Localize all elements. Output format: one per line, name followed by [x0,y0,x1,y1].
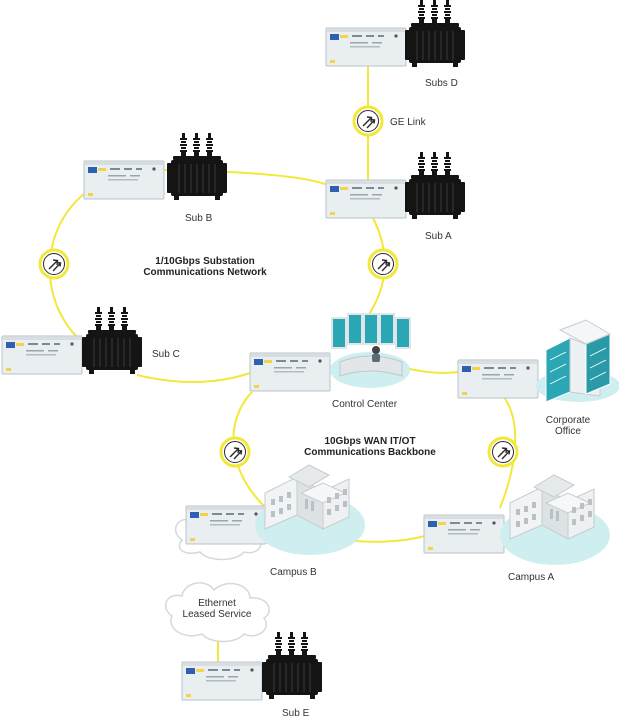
network-device-icon [83,160,165,200]
transformer-icon [404,151,466,220]
link-icon [487,436,519,468]
cloud-icon [164,582,270,643]
ge-link: GE Link [352,105,427,137]
substation-network-line2: Communications Network [143,267,267,278]
network-device-icon [457,359,539,399]
site-control-center: Control Center [249,313,411,410]
site-sub-b: Sub B [83,132,228,224]
site-label-sub-a: Sub A [425,231,452,242]
site-campus-b: Campus B [174,464,366,578]
site-sub-a: Sub A [325,151,466,242]
ethernet-leased-service: Ethernet Leased Service [164,582,270,643]
link-icon [352,105,384,137]
link-icon [367,248,399,280]
transformer-icon [166,132,228,201]
network-device-icon [325,27,407,67]
campus-building-icon [499,474,611,566]
network-device-icon [249,352,331,392]
network-device-icon [181,661,263,701]
network-device-icon [325,179,407,219]
campus-building-icon [254,464,366,556]
site-sub-e: Sub E [181,631,323,719]
site-subs-d: Subs D [325,0,466,89]
link-icon [38,248,70,280]
ethernet-line2: Leased Service [183,609,252,620]
site-campus-a: Campus A [423,474,611,583]
site-label-campus-a: Campus A [508,572,554,583]
link-icon [219,436,251,468]
transformer-icon [81,306,143,375]
network-device-icon [185,505,267,545]
substation-network-line1: 1/10Gbps Substation [155,256,254,267]
site-label-sub-b: Sub B [185,213,213,224]
site-label-sub-c: Sub C [152,349,180,360]
site-sub-c: Sub C [1,306,180,375]
site-label-control-center: Control Center [332,399,398,410]
office-building-icon [536,319,619,403]
site-label-subs-d: Subs D [425,78,458,89]
network-device-icon [1,335,83,375]
site-label-sub-e: Sub E [282,708,310,719]
ethernet-line1: Ethernet [198,598,236,609]
ge-link-label: GE Link [390,117,427,128]
site-label-campus-b: Campus B [270,567,317,578]
transformer-icon [404,0,466,68]
substation-network-label: 1/10Gbps Substation Communications Netwo… [143,256,267,278]
wan-network-line1: 10Gbps WAN IT/OT [324,436,415,447]
site-corporate-office: Corporate Office [457,319,619,437]
site-label-corporate-office-line1: Corporate [546,415,591,426]
control-room-icon [330,313,411,388]
network-device-icon [423,514,505,554]
wan-network-label: 10Gbps WAN IT/OT Communications Backbone [304,436,436,458]
transformer-icon [261,631,323,700]
wan-network-line2: Communications Backbone [304,447,436,458]
site-label-corporate-office-line2: Office [555,426,581,437]
